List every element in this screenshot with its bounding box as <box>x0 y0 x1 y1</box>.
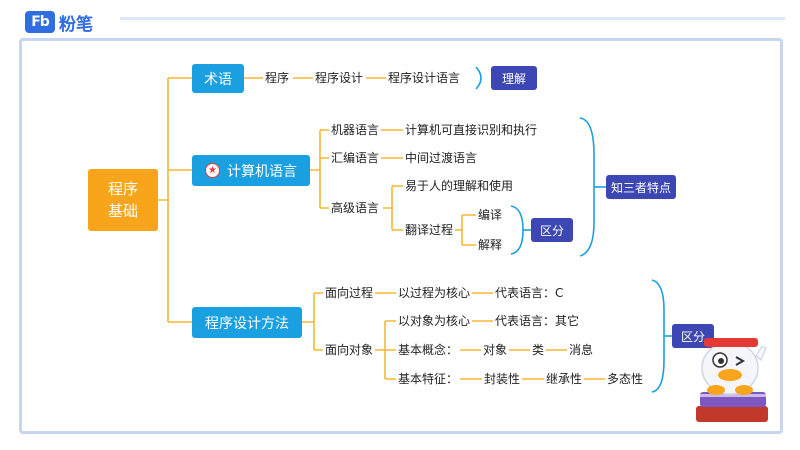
logo-mark: Fb <box>25 11 55 33</box>
mascot-headband <box>704 338 758 347</box>
term-program: 程序 <box>263 70 292 86</box>
languages-detail-connector <box>380 129 404 159</box>
procedural: 面向过程 <box>323 285 376 301</box>
oo-features-label: 基本特征： <box>396 371 461 387</box>
terms-bracket <box>475 66 482 90</box>
tag-distinguish-translate-label: 区分 <box>539 223 564 238</box>
oo-concepts-label: 基本概念： <box>396 342 461 358</box>
oo-rep: 代表语言：其它 <box>493 313 582 329</box>
tag-distinguish-translate: 区分 <box>531 218 573 242</box>
translate-compile: 编译 <box>476 207 505 223</box>
tag-three-features: 知三者特点 <box>606 175 676 199</box>
translate-process: 翻译过程 <box>403 222 456 238</box>
tag-three-features-label: 知三者特点 <box>610 180 671 195</box>
languages-bracket <box>579 117 595 257</box>
tag-distinguish-methods-label: 区分 <box>680 329 705 344</box>
tag-understand-label: 理解 <box>501 71 526 86</box>
tag-understand: 理解 <box>491 66 537 90</box>
brand-logo: Fb 粉笔 <box>25 9 93 35</box>
header-rule <box>120 17 785 20</box>
translate-interpret: 解释 <box>476 237 505 253</box>
feature-encapsulation: 封装性 <box>482 371 523 387</box>
star-icon: ★ <box>205 163 220 178</box>
procedural-rep: 代表语言：C <box>493 285 566 301</box>
branch-terms: 术语 <box>192 64 244 93</box>
content-frame <box>19 38 783 434</box>
machine-language: 机器语言 <box>329 122 382 138</box>
translate-bracket <box>510 205 524 255</box>
branch-methods-label: 程序设计方法 <box>205 315 289 332</box>
root-connector <box>158 77 192 323</box>
book-bottom <box>696 406 768 422</box>
tag-distinguish-methods: 区分 <box>672 324 714 348</box>
assembly-language: 汇编语言 <box>329 150 382 166</box>
feature-inheritance: 继承性 <box>544 371 585 387</box>
mascot-hand <box>755 345 767 361</box>
object-oriented: 面向对象 <box>323 342 376 358</box>
high-level-detail: 易于人的理解和使用 <box>403 178 516 194</box>
concept-message: 消息 <box>567 342 596 358</box>
term-programming-language: 程序设计语言 <box>386 70 463 86</box>
machine-language-detail: 计算机可直接识别和执行 <box>403 122 540 138</box>
concept-object: 对象 <box>481 342 510 358</box>
branch-languages: ★ 计算机语言 <box>192 155 310 186</box>
mascot-beak <box>718 369 742 381</box>
term-programming: 程序设计 <box>313 70 366 86</box>
root-line1: 程序 <box>107 180 138 198</box>
feature-polymorphism: 多态性 <box>605 371 646 387</box>
oo-core: 以对象为核心 <box>396 313 473 329</box>
branch-terms-label: 术语 <box>204 71 232 88</box>
assembly-language-detail: 中间过渡语言 <box>403 150 480 166</box>
root-node: 程序 基础 <box>88 169 158 231</box>
logo-text: 粉笔 <box>59 14 93 35</box>
translate-connector <box>455 214 476 246</box>
oo-connector <box>375 320 398 380</box>
languages-connector <box>310 129 330 209</box>
root-line2: 基础 <box>107 202 138 220</box>
methods-connector <box>302 292 324 351</box>
branch-methods: 程序设计方法 <box>192 307 302 338</box>
methods-bracket <box>651 279 665 393</box>
high-level-language: 高级语言 <box>329 200 382 216</box>
branch-languages-label: 计算机语言 <box>227 163 297 180</box>
concept-class: 类 <box>530 342 547 358</box>
mascot-illustration <box>696 338 768 422</box>
high-level-connector <box>383 185 404 231</box>
procedural-core: 以过程为核心 <box>396 285 473 301</box>
